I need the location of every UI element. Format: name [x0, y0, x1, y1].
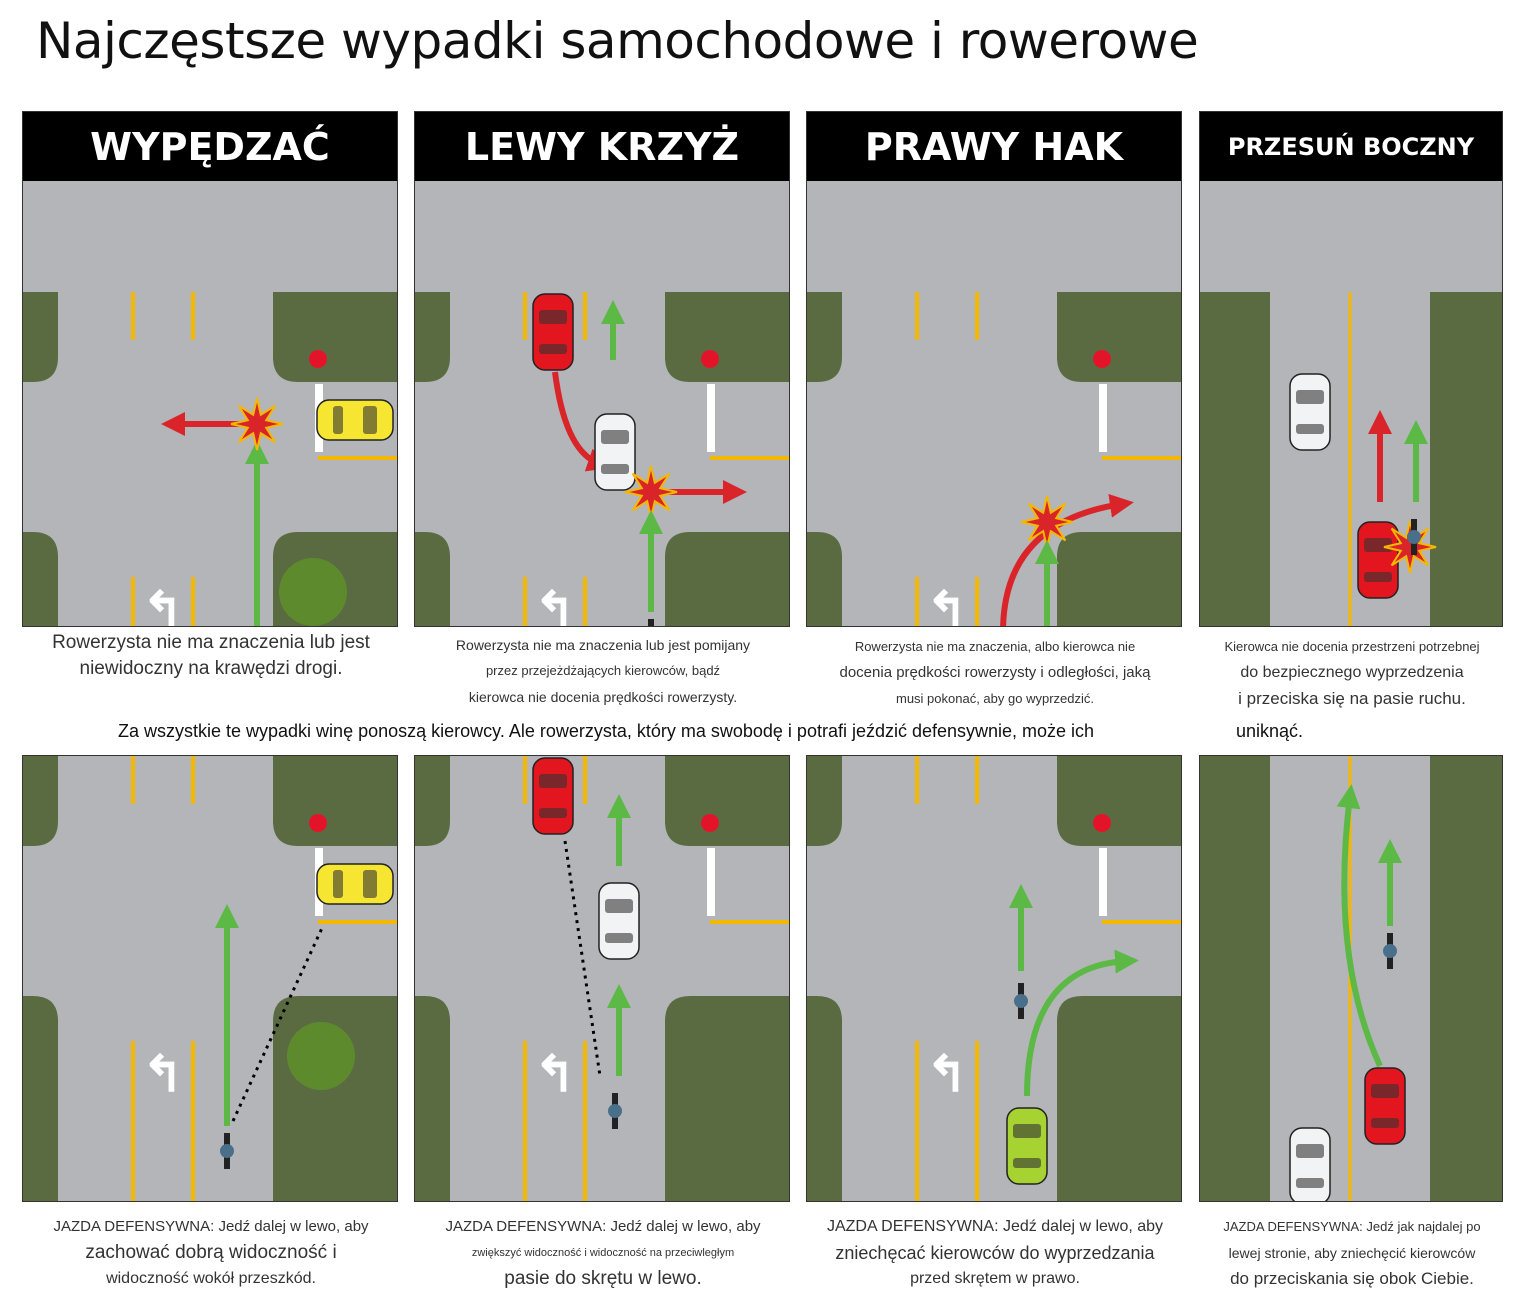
caption-line: Rowerzysta nie ma znaczenia lub jest pom…	[455, 637, 751, 653]
caption-line: lewej stronie, aby zniechęcić kierowców	[1228, 1245, 1476, 1261]
defensive-panel-3: ↰	[806, 755, 1182, 1202]
caption-line: JAZDA DEFENSYWNA: Jedź dalej w lewo, aby	[826, 1218, 1164, 1235]
turn-arrow-icon: ↰	[142, 1046, 184, 1102]
cyclist	[1383, 933, 1397, 969]
caption-line: przed skrętem w prawo.	[910, 1270, 1080, 1287]
traffic-light	[1093, 814, 1111, 832]
crash-panel-4: PRZESUŃ BOCZNY	[1199, 111, 1503, 627]
caption-line: JAZDA DEFENSYWNA: Jedź dalej w lewo, aby	[445, 1218, 761, 1235]
turn-arrow-icon: ↰	[926, 582, 968, 627]
caption-line: Rowerzysta nie ma znaczenia lub jest	[52, 632, 370, 653]
crash-panel-3: PRAWY HAK ↰	[806, 111, 1182, 627]
crash-icon	[1383, 520, 1437, 574]
traffic-light	[309, 814, 327, 832]
defensive-panel-2: ↰	[414, 755, 790, 1202]
caption-line: JAZDA DEFENSYWNA: Jedź jak najdalej po	[1223, 1219, 1481, 1234]
caption-line: przez przejeżdżających kierowców, bądź	[485, 663, 721, 678]
crash-panel-2: LEWY KRZYŻ ↰	[414, 111, 790, 627]
caption-line: zniechęcać kierowców do wyprzedzania	[835, 1243, 1155, 1263]
crash-caption: Rowerzysta nie ma znaczenia lub jest pom…	[414, 632, 792, 710]
caption-line: do bezpiecznego wyprzedzenia	[1240, 664, 1464, 681]
car	[1006, 1107, 1048, 1185]
car	[1289, 1127, 1331, 1201]
car	[1357, 521, 1399, 599]
caption-line: zachować dobrą widoczność i	[85, 1242, 337, 1263]
traffic-light	[309, 350, 327, 368]
car	[598, 882, 640, 960]
cyclist	[1407, 519, 1421, 555]
caption-line: pasie do skrętu w lewo.	[504, 1268, 702, 1289]
cyclist	[608, 1093, 622, 1129]
caption-line: i przeciska się na pasie ruchu.	[1238, 689, 1466, 708]
turn-arrow-icon: ↰	[534, 1046, 576, 1102]
traffic-light	[701, 350, 719, 368]
car	[1364, 1067, 1406, 1145]
defensive-caption: JAZDA DEFENSYWNA: Jedź jak najdalej po le…	[1195, 1214, 1509, 1292]
traffic-light	[1093, 350, 1111, 368]
crash-caption: Rowerzysta nie ma znaczenia, albo kierow…	[806, 634, 1184, 712]
cyclist	[220, 1133, 234, 1169]
turn-arrow-icon: ↰	[142, 582, 184, 627]
car	[316, 863, 394, 905]
car	[1289, 373, 1331, 451]
car	[316, 399, 394, 441]
cyclist	[648, 619, 654, 626]
defensive-panel-4	[1199, 755, 1503, 1202]
crash-icon	[1020, 495, 1074, 549]
caption-line: Rowerzysta nie ma znaczenia, albo kierow…	[854, 639, 1136, 654]
crash-icon	[230, 397, 284, 451]
caption-line: JAZDA DEFENSYWNA: Jedź dalej w lewo, aby	[53, 1218, 369, 1235]
turn-arrow-icon: ↰	[534, 582, 576, 627]
crash-icon	[624, 465, 678, 519]
panel-header: PRAWY HAK	[807, 112, 1181, 181]
defensive-panel-1: ↰	[22, 755, 398, 1202]
arrow	[552, 371, 612, 472]
cyclist	[1014, 983, 1028, 1019]
panel-header: LEWY KRZYŻ	[415, 112, 789, 181]
middle-text: Za wszystkie te wypadki winę ponoszą kie…	[118, 721, 1095, 741]
defensive-caption: JAZDA DEFENSYWNA: Jedź dalej w lewo, aby…	[802, 1214, 1188, 1292]
caption-line: niewidoczny na krawędzi drogi.	[79, 658, 343, 679]
arrow	[1000, 493, 1134, 626]
panel-header: WYPĘDZAĆ	[23, 112, 397, 181]
caption-line: Kierowca nie docenia przestrzeni potrzeb…	[1224, 639, 1480, 654]
caption-line: zwiększyć widoczność i widoczność na prz…	[471, 1247, 735, 1259]
crash-caption: Rowerzysta nie ma znaczenia lub jest niew…	[22, 630, 400, 682]
car	[532, 757, 574, 835]
caption-line: kierowca nie docenia prędkości rowerzyst…	[468, 689, 738, 705]
caption-line: do przeciskania się obok Ciebie.	[1230, 1269, 1474, 1288]
defensive-caption: JAZDA DEFENSYWNA: Jedź dalej w lewo, aby…	[18, 1214, 404, 1292]
car	[532, 293, 574, 371]
traffic-light	[701, 814, 719, 832]
caption-line: widoczność wokół przeszkód.	[106, 1270, 316, 1287]
panel-header: PRZESUŃ BOCZNY	[1200, 112, 1502, 181]
crash-caption: Kierowca nie docenia przestrzeni potrzeb…	[1199, 634, 1505, 712]
turn-arrow-icon: ↰	[926, 1046, 968, 1102]
defensive-caption: JAZDA DEFENSYWNA: Jedź dalej w lewo, aby…	[410, 1214, 796, 1292]
caption-line: docenia prędkości rowerzysty i odległośc…	[839, 664, 1151, 681]
page-title: Najczęstsze wypadki samochodowe i rowero…	[36, 12, 1199, 70]
caption-line: musi pokonać, aby go wyprzedzić.	[896, 691, 1094, 706]
crash-panel-1: WYPĘDZAĆ ↰	[22, 111, 398, 627]
car	[594, 413, 636, 491]
arrow	[1024, 949, 1139, 1097]
middle-text-end: uniknąć.	[1236, 721, 1304, 741]
